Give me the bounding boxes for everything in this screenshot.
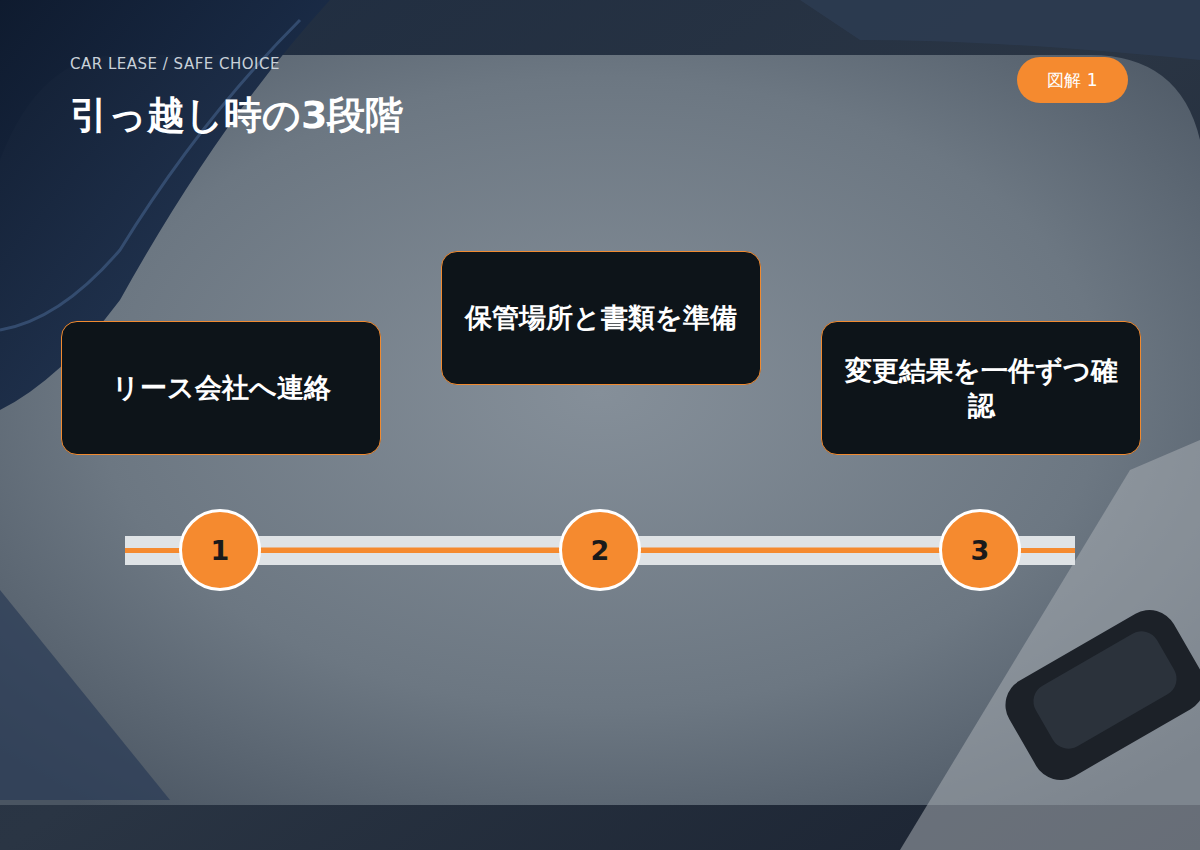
step-number-circle: 1 [179, 509, 261, 591]
text-stack: 図解 1 [1047, 69, 1097, 92]
category-label: CAR LEASE / SAFE CHOICE [70, 55, 280, 73]
step-box: リース会社へ連絡 [61, 321, 381, 455]
step-number-circle: 3 [939, 509, 1021, 591]
title-text: 引っ越し時の3段階 [70, 93, 403, 137]
text-stack: 3 [971, 535, 990, 566]
step-text: リース会社へ連絡 [112, 370, 331, 405]
step-box: 変更結果を一件ずつ確認 [821, 321, 1141, 455]
step-text: 変更結果を一件ずつ確認 [840, 353, 1122, 423]
text-stack: 1 [211, 535, 230, 566]
timeline-connector [641, 548, 939, 553]
text-stack: 2 [591, 535, 610, 566]
step-number: 3 [971, 535, 990, 566]
badge-text: 図解 1 [1047, 69, 1097, 92]
section-label: CAR LEASE / SAFE CHOICE [70, 55, 280, 73]
text-stack: 変更結果を一件ずつ確認 [840, 353, 1122, 423]
step-box: 保管場所と書類を準備 [441, 251, 761, 385]
text-stack: リース会社へ連絡 [112, 370, 331, 405]
step-text: 保管場所と書類を準備 [465, 300, 737, 335]
slide-title: 引っ越し時の3段階 [70, 90, 403, 141]
step-number-circle: 2 [559, 509, 641, 591]
timeline-connector [261, 548, 559, 553]
step-number: 1 [211, 535, 230, 566]
step-number: 2 [591, 535, 610, 566]
figure-badge: 図解 1 [1017, 57, 1128, 103]
text-stack: 保管場所と書類を準備 [465, 300, 737, 335]
